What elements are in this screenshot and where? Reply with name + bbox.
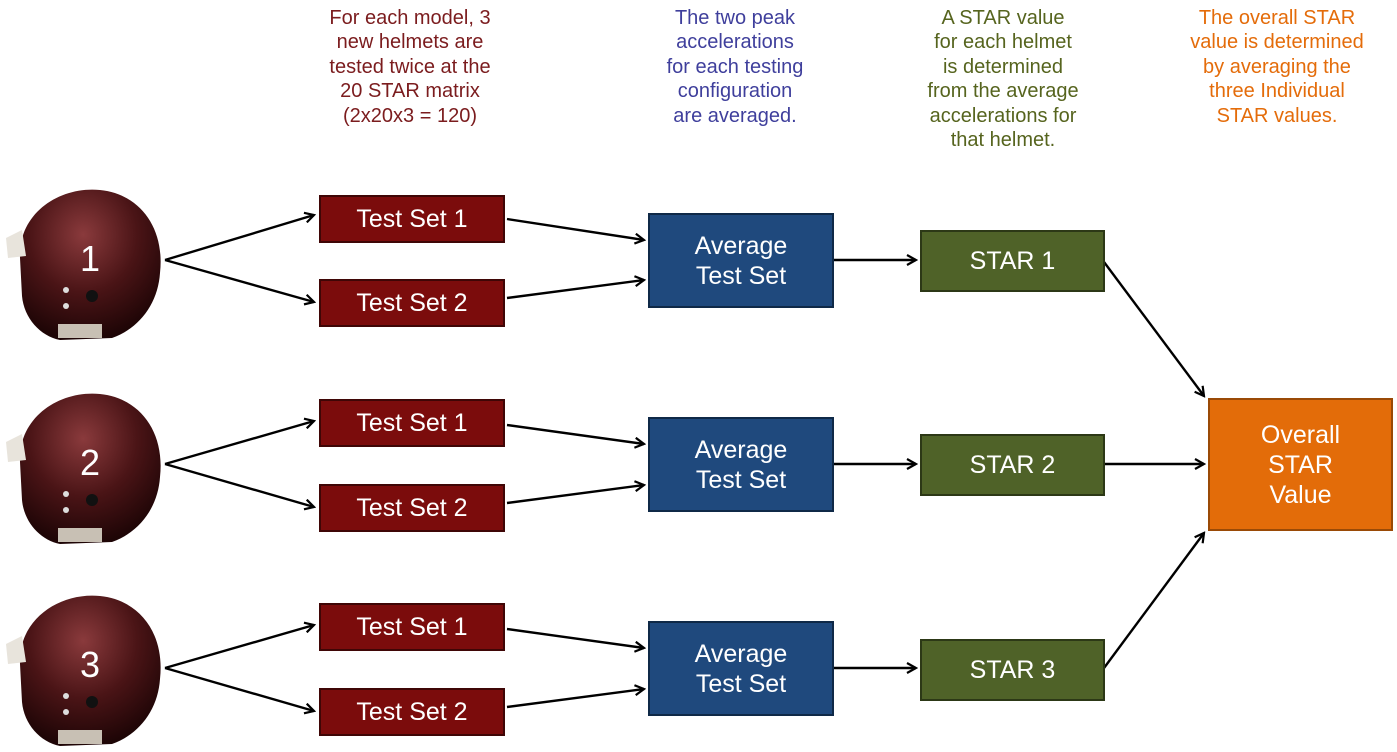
overall-label-line: STAR [1268, 450, 1333, 479]
averaging-note-line: accelerations [676, 31, 794, 54]
averaging-note-line: configuration [677, 80, 793, 103]
test-set-1-box: Test Set 1 [319, 603, 505, 651]
arrow-test2-avg1 [506, 280, 644, 300]
test-set-2-box: Test Set 2 [319, 484, 505, 532]
arrow-helmet1-test1 [164, 215, 314, 262]
star-box: STAR 1 [920, 230, 1105, 292]
arrow-helmet3-test2 [164, 666, 314, 711]
helmet-icon [6, 595, 161, 746]
test-set-label: Test Set 1 [356, 613, 468, 641]
average-label-line: Average [694, 231, 788, 260]
arrow-test2-avg2 [506, 485, 644, 505]
test-set-2-box: Test Set 2 [319, 279, 505, 327]
star-label: STAR 3 [969, 656, 1056, 684]
testing-note-line: (2x20x3 = 120) [343, 104, 477, 127]
star-note-line: is determined [942, 55, 1064, 78]
overall-note-line: STAR values. [1216, 104, 1338, 127]
overall-note-line: The overall STAR [1198, 7, 1356, 29]
overall-label-line: Overall [1260, 420, 1341, 449]
helmet-icon [6, 393, 161, 544]
helmet-number: 1 [79, 238, 101, 279]
arrow-helmet2-test2 [164, 462, 314, 507]
average-label-line: Test Set [695, 261, 787, 290]
helmet-1: 1 [0, 178, 172, 346]
average-label-line: Test Set [695, 465, 787, 494]
test-set-label: Test Set 1 [356, 205, 468, 233]
testing-note-line: new helmets are [336, 31, 484, 54]
arrow-star1-overall [1103, 261, 1204, 396]
star-note-line: for each helmet [934, 31, 1072, 54]
star-note-line: that helmet. [950, 129, 1056, 152]
test-set-label: Test Set 2 [356, 494, 468, 522]
arrow-helmet3-test1 [164, 625, 314, 670]
test-set-1-box: Test Set 1 [319, 195, 505, 243]
average-label-line: Test Set [695, 669, 787, 698]
overall-note-line: value is determined [1190, 31, 1364, 54]
average-label-line: Average [694, 639, 788, 668]
star-note-line: accelerations for [929, 104, 1077, 127]
arrow-test1-avg1 [506, 217, 644, 240]
overall-note-line: by averaging the [1203, 55, 1351, 78]
testing-note: For each model, 3 new helmets are tested… [290, 6, 530, 128]
averaging-note-line: are averaged. [673, 104, 797, 127]
star-label: STAR 1 [969, 247, 1056, 275]
arrow-star3-overall [1103, 533, 1204, 669]
testing-note-line: 20 STAR matrix [340, 80, 480, 103]
star-label: STAR 2 [969, 451, 1056, 479]
arrow-helmet2-test1 [164, 421, 314, 466]
test-set-2-box: Test Set 2 [319, 688, 505, 736]
star-note-line: from the average [927, 80, 1079, 103]
overall-star-value-box: Overall STAR Value [1208, 398, 1393, 531]
helmet-3: 3 [0, 584, 172, 752]
star-box: STAR 3 [920, 639, 1105, 701]
overall-note: The overall STAR value is determined by … [1160, 6, 1394, 128]
star-box: STAR 2 [920, 434, 1105, 496]
arrow-test2-avg3 [506, 689, 644, 709]
star-note: A STAR value for each helmet is determin… [893, 6, 1113, 152]
averaging-note-line: The two peak [674, 7, 796, 29]
test-set-1-box: Test Set 1 [319, 399, 505, 447]
helmet-icon [6, 189, 161, 340]
averaging-note: The two peak accelerations for each test… [620, 6, 850, 128]
arrow-test1-avg3 [506, 627, 644, 648]
average-label-line: Average [694, 435, 788, 464]
test-set-label: Test Set 2 [356, 698, 468, 726]
averaging-note-line: for each testing [666, 55, 804, 78]
testing-note-line: For each model, 3 [329, 7, 491, 29]
helmet-number: 3 [79, 644, 101, 685]
overall-label-line: Value [1269, 480, 1332, 509]
helmet-number: 2 [79, 442, 101, 483]
star-note-line: A STAR value [941, 7, 1065, 29]
test-set-label: Test Set 1 [356, 409, 468, 437]
arrow-test1-avg2 [506, 423, 644, 444]
arrow-helmet1-test2 [164, 258, 314, 302]
helmet-2: 2 [0, 382, 172, 550]
overall-note-line: three Individual [1209, 80, 1345, 103]
testing-note-line: tested twice at the [329, 55, 491, 78]
test-set-label: Test Set 2 [356, 289, 468, 317]
